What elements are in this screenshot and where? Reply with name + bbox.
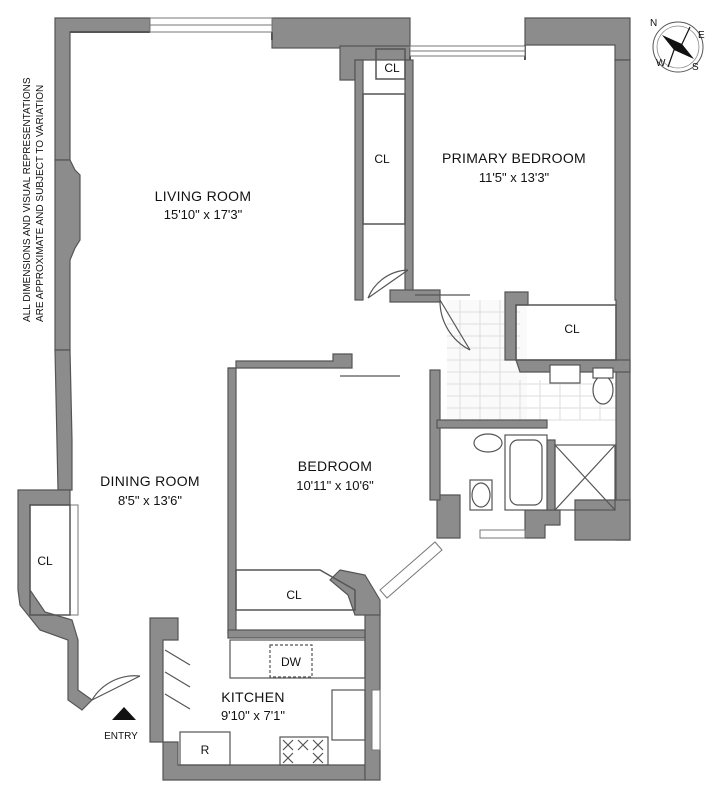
bathroom-fixtures xyxy=(469,364,616,511)
closet-label: CL xyxy=(37,554,53,568)
doors xyxy=(91,269,471,710)
exterior-walls xyxy=(17,17,631,781)
compass-n: N xyxy=(650,18,657,29)
compass-s: S xyxy=(692,62,699,73)
kitchen-fixtures xyxy=(179,639,366,766)
entry-arrow-icon xyxy=(112,707,136,720)
interior-outline xyxy=(70,31,526,611)
closet-label: CL xyxy=(374,152,390,166)
bedroom-label: BEDROOM xyxy=(298,458,372,474)
dishwasher-label: DW xyxy=(281,655,302,669)
kitchen-dims: 9'10" x 7'1" xyxy=(221,708,285,723)
living-room-label: LIVING ROOM xyxy=(155,188,252,204)
kitchen-label: KITCHEN xyxy=(221,689,285,705)
closet-shelves xyxy=(29,48,617,616)
bedroom-dims: 10'11" x 10'6" xyxy=(296,478,374,493)
entry-label: ENTRY xyxy=(104,731,138,742)
compass-letters: N E S W xyxy=(650,18,705,73)
dining-room-label: DINING ROOM xyxy=(100,473,200,489)
living-room-dims: 15'10" x 17'3" xyxy=(164,207,243,222)
compass-icon xyxy=(652,21,704,73)
disclaimer-line1: ALL DIMENSIONS AND VISUAL REPRESENTATION… xyxy=(22,77,33,322)
refrigerator-label: R xyxy=(201,743,210,757)
closet-label: CL xyxy=(384,61,400,75)
primary-bedroom-label: PRIMARY BEDROOM xyxy=(442,150,586,166)
compass-e: E xyxy=(698,30,705,41)
compass-w: W xyxy=(656,58,666,69)
disclaimer: ALL DIMENSIONS AND VISUAL REPRESENTATION… xyxy=(22,77,46,322)
disclaimer-line2: ARE APPROXIMATE AND SUBJECT TO VARIATION xyxy=(35,85,46,322)
dining-room-dims: 8'5" x 13'6" xyxy=(118,493,182,508)
primary-bedroom-dims: 11'5" x 13'3" xyxy=(479,170,550,185)
closet-label: CL xyxy=(564,322,580,336)
closet-label: CL xyxy=(286,588,302,602)
